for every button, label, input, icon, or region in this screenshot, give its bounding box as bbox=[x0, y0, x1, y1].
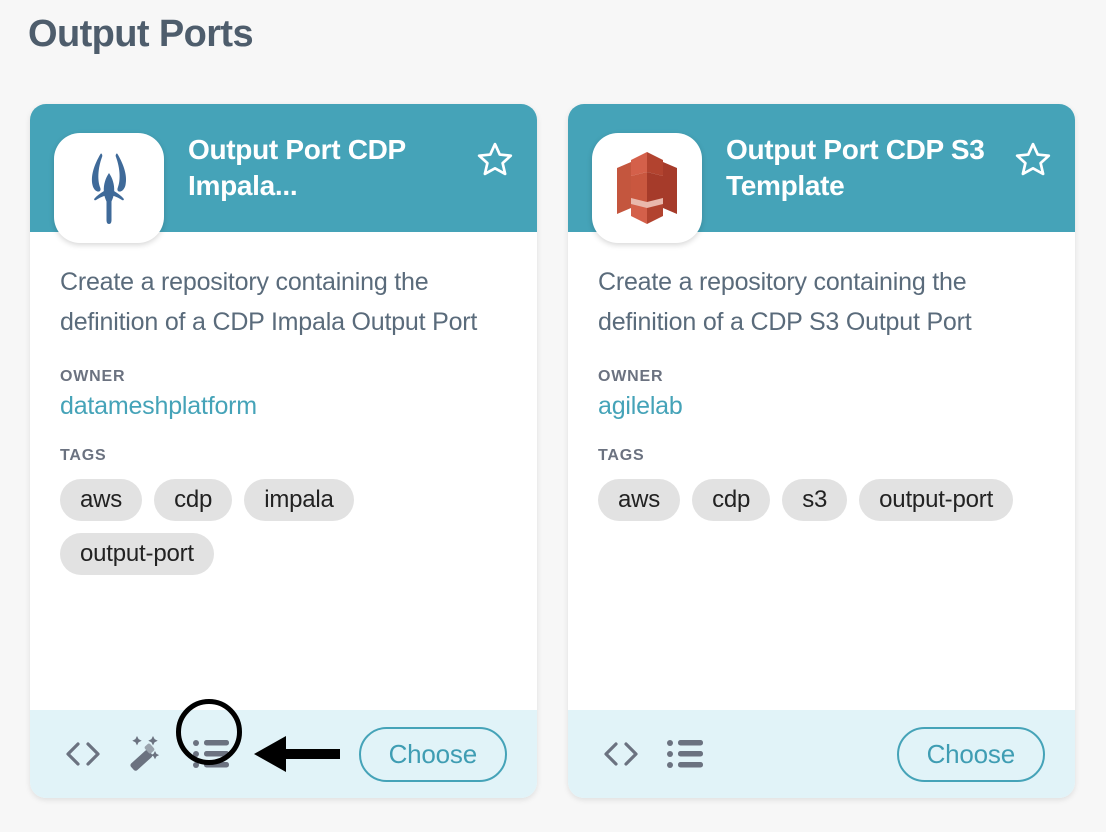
card-footer: Choose bbox=[568, 710, 1075, 798]
tag-item[interactable]: cdp bbox=[154, 479, 233, 521]
card-title: Output Port CDP S3 Template bbox=[726, 134, 985, 201]
choose-button[interactable]: Choose bbox=[358, 726, 507, 782]
list-icon[interactable] bbox=[188, 731, 234, 777]
annotation-left-arrow-icon bbox=[252, 734, 342, 779]
owner-value[interactable]: agilelab bbox=[598, 392, 683, 420]
card-description: Create a repository containing the defin… bbox=[598, 268, 972, 336]
footer-icon-group bbox=[598, 731, 708, 777]
choose-button[interactable]: Choose bbox=[896, 726, 1045, 782]
owner-label: OWNER bbox=[60, 368, 126, 385]
tag-item[interactable]: impala bbox=[244, 479, 354, 521]
template-card-s3[interactable]: Output Port CDP S3 Template Create a rep… bbox=[568, 104, 1075, 798]
tag-item[interactable]: s3 bbox=[782, 479, 848, 521]
impala-logo-icon bbox=[54, 133, 164, 243]
tag-item[interactable]: aws bbox=[60, 479, 143, 521]
owner-label: OWNER bbox=[598, 368, 664, 385]
card-body: Create a repository containing the defin… bbox=[30, 232, 537, 710]
card-description: Create a repository containing the defin… bbox=[60, 268, 478, 336]
card-footer: Choose bbox=[30, 699, 537, 798]
card-header: Output Port CDP Impala... bbox=[30, 104, 537, 243]
code-brackets-icon[interactable] bbox=[598, 731, 644, 777]
tags-label: TAGS bbox=[60, 447, 107, 464]
tag-list: aws cdp impala output-port bbox=[60, 479, 507, 575]
card-body: Create a repository containing the defin… bbox=[568, 232, 1075, 710]
aws-s3-logo-icon bbox=[592, 133, 702, 243]
favorite-star-icon[interactable] bbox=[1013, 140, 1053, 180]
tag-list: aws cdp s3 output-port bbox=[598, 479, 1045, 521]
card-title: Output Port CDP Impala... bbox=[188, 134, 406, 201]
list-icon[interactable] bbox=[662, 731, 708, 777]
tag-item[interactable]: aws bbox=[598, 479, 681, 521]
card-header: Output Port CDP S3 Template bbox=[568, 104, 1075, 243]
template-card-impala[interactable]: Output Port CDP Impala... Create a repos… bbox=[30, 104, 537, 798]
template-card-grid: Output Port CDP Impala... Create a repos… bbox=[30, 104, 1075, 798]
favorite-star-icon[interactable] bbox=[475, 140, 515, 180]
tags-label: TAGS bbox=[598, 447, 645, 464]
footer-icon-group bbox=[60, 731, 234, 777]
tag-item[interactable]: cdp bbox=[692, 479, 771, 521]
code-brackets-icon[interactable] bbox=[60, 731, 106, 777]
tag-item[interactable]: output-port bbox=[859, 479, 1014, 521]
page-title: Output Ports bbox=[28, 13, 254, 55]
owner-value[interactable]: datameshplatform bbox=[60, 392, 257, 420]
magic-wand-icon[interactable] bbox=[124, 731, 170, 777]
tag-item[interactable]: output-port bbox=[60, 533, 214, 575]
